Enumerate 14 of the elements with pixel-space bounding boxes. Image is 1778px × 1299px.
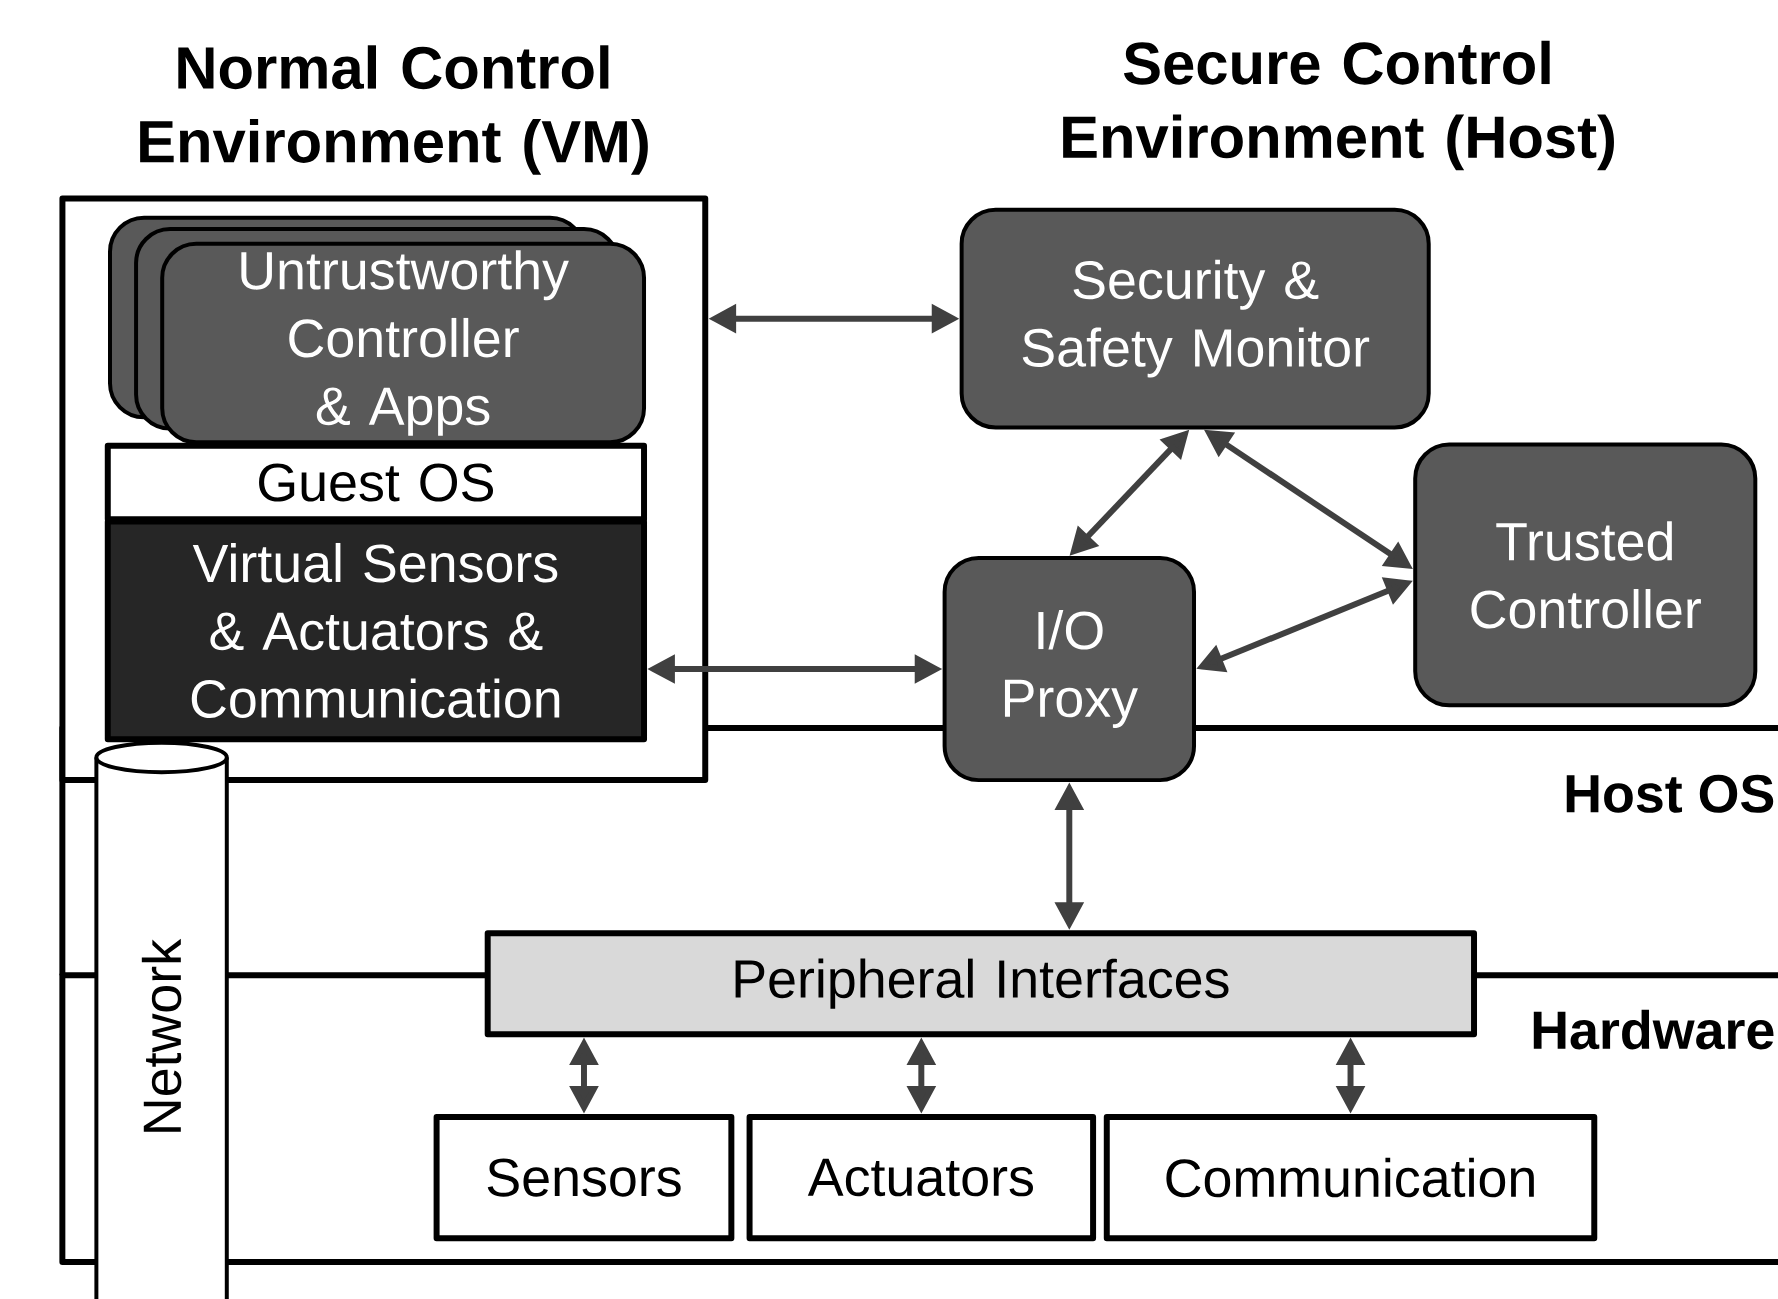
node-label: Normal Control Environment (VM) xyxy=(140,45,648,175)
heading: Secure Control Environment (Host) xyxy=(1063,40,1614,170)
layer-label: Host OS xyxy=(1566,774,1774,813)
layer-box: Virtual Sensors & Actuators & Communication xyxy=(104,518,647,743)
device-box: Communication xyxy=(1103,1113,1598,1241)
network-cylinder: Network xyxy=(94,740,229,1299)
process-box: Trusted Controller xyxy=(1413,442,1758,708)
process-box: I/O Proxy xyxy=(942,555,1196,782)
process-box: Security & Safety Monitor xyxy=(959,207,1431,430)
layer-box: Guest OS xyxy=(104,442,647,523)
device-box: Sensors xyxy=(433,1113,735,1241)
controller-app-stack: Untrustworthy Controller & Apps xyxy=(108,215,646,444)
device-box: Actuators xyxy=(746,1113,1097,1241)
interface-bar: Peripheral Interfaces xyxy=(484,930,1477,1037)
